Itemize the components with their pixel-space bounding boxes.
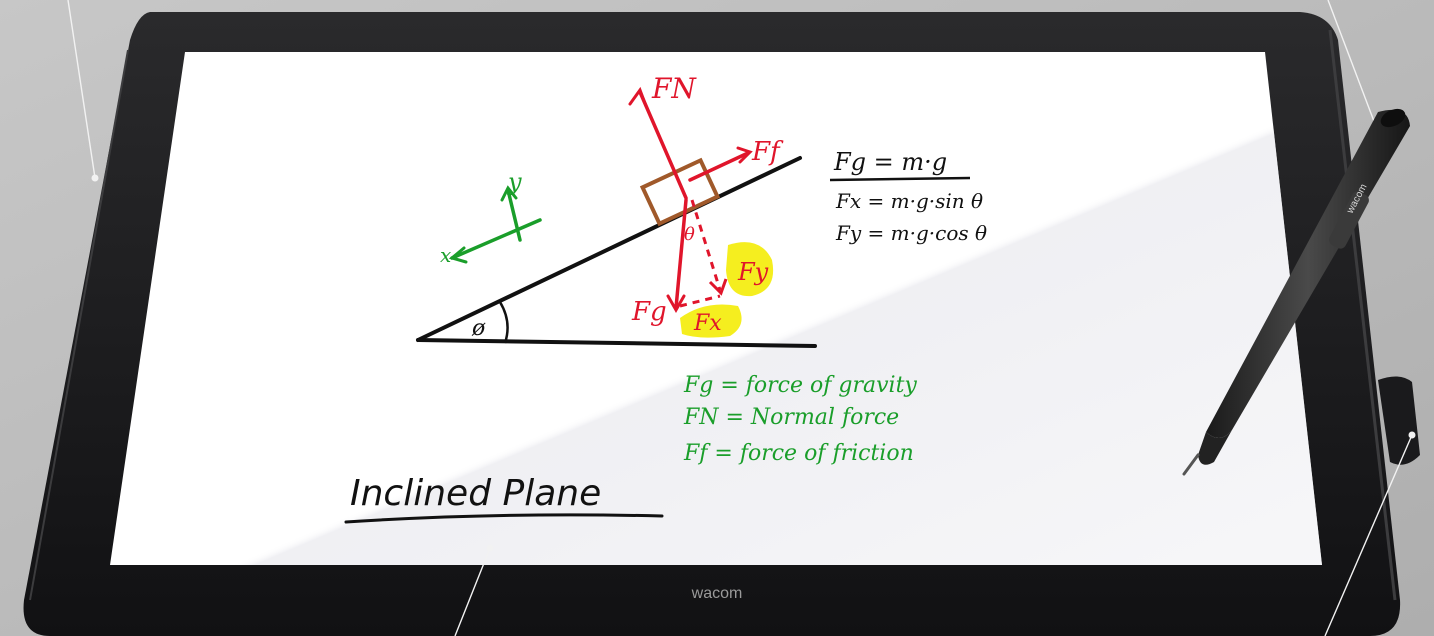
callout-dot: [91, 174, 99, 182]
pen-eraser: [1380, 108, 1406, 128]
equation-1: Fg = m·g: [833, 148, 947, 176]
callout-line: [454, 547, 491, 636]
fy-label: Fy: [737, 258, 769, 286]
theta-label: θ: [684, 224, 695, 245]
gravity-label: Fg: [631, 297, 667, 327]
equation-3: Fy = m·g·cos θ: [835, 221, 987, 245]
legend-2: FN = Normal force: [683, 405, 899, 430]
tablet-edge-left: [29, 49, 129, 601]
x-axis: [450, 218, 542, 260]
stand-knob: [1378, 376, 1420, 465]
fy-dashed: [690, 199, 722, 291]
brand-logo: wacom: [691, 585, 743, 602]
legend-1: Fg = force of gravity: [683, 373, 917, 398]
tablet-edge: [1328, 29, 1397, 601]
incline-line: [416, 156, 802, 342]
pen-grip-end: [1198, 430, 1232, 465]
equation-2: Fx = m·g·sin θ: [835, 189, 983, 213]
highlight-fx: [680, 304, 742, 338]
friction-label: Ff: [751, 137, 784, 167]
equation-divider: [829, 176, 971, 182]
stylus-pen[interactable]: wacom: [1182, 105, 1410, 476]
normal-force-label: FN: [651, 72, 697, 105]
y-axis-arrowhead: [500, 185, 518, 202]
y-axis-label: y: [507, 168, 522, 196]
x-axis-label: x: [440, 243, 451, 267]
pen-side-switch[interactable]: [1327, 189, 1371, 250]
friction-arrowhead: [736, 146, 753, 164]
fx-label: Fx: [693, 311, 722, 336]
gravity-arrowhead: [666, 294, 686, 314]
fy-arrowhead: [708, 278, 728, 296]
friction-arrow: [688, 151, 750, 182]
pen-nib: [1182, 453, 1200, 476]
normal-force-arrow: [638, 90, 688, 200]
title-underline: [344, 513, 664, 524]
drawing-title: Inclined Plane: [350, 473, 601, 514]
legend-3: Ff = force of friction: [683, 441, 914, 466]
block: [639, 157, 721, 227]
gravity-arrow: [674, 198, 688, 310]
normal-force-arrowhead: [628, 86, 648, 108]
callout-line: [1324, 434, 1413, 636]
callout-dot: [486, 544, 494, 552]
angle-arc: [498, 301, 509, 344]
x-axis-arrowhead: [448, 246, 468, 264]
angle-phi-label: ø: [471, 316, 486, 341]
highlight-fy: [726, 242, 774, 297]
fx-dashed: [679, 294, 721, 308]
y-axis: [506, 188, 522, 242]
callout-line: [67, 0, 96, 179]
ground-line: [416, 338, 817, 348]
callout-dot: [1408, 431, 1416, 439]
